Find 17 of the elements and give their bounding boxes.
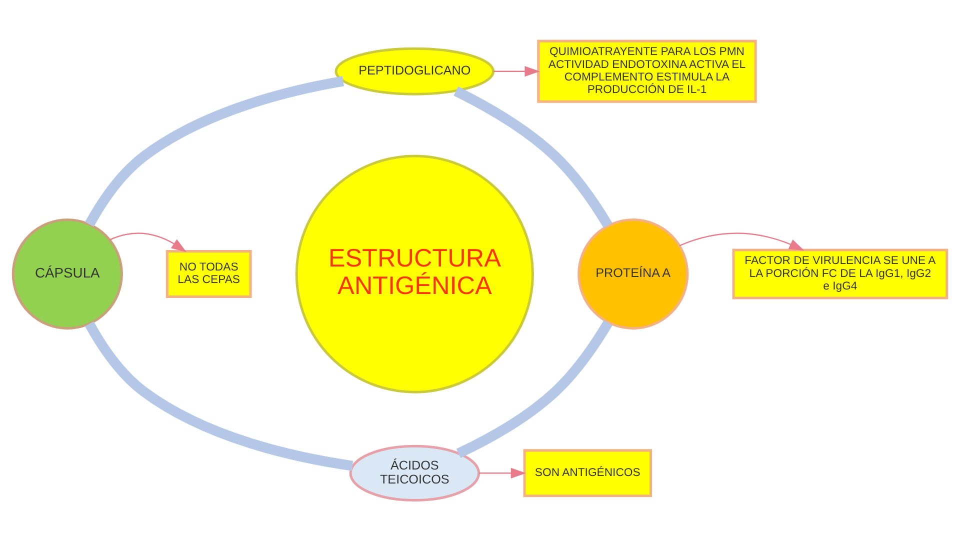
arrow xyxy=(494,66,540,76)
node-ellipse: ÁCIDOS TEICOICOS xyxy=(349,444,480,501)
connector xyxy=(84,320,354,470)
node-box: NO TODAS LAS CEPAS xyxy=(166,250,252,298)
node-circle: CÁPSULA xyxy=(12,218,123,330)
node-ellipse: PEPTIDOGLICANO xyxy=(334,46,495,95)
node-box: SON ANTIGÉNICOS xyxy=(523,448,652,497)
node-circle: ESTRUCTURA ANTIGÉNICA xyxy=(295,154,534,393)
connector xyxy=(454,86,612,228)
arrow xyxy=(110,232,186,252)
connector xyxy=(85,76,344,226)
connector xyxy=(456,320,612,458)
node-circle: PROTEÍNA A xyxy=(578,218,689,330)
node-box: FACTOR DE VIRULENCIA SE UNE A LA PORCIÓN FC DE LA IgG1, IgG2 e IgG4 xyxy=(732,248,948,299)
node-box: QUIMIOATRAYENTE PARA LOS PMN ACTIVIDAD ENDOTOXINA ACTIVA EL COMPLEMENTO ESTIMULA LA PRODUCCIÓN DE IL-1 xyxy=(537,39,757,102)
arrow xyxy=(479,467,526,478)
arrow xyxy=(679,232,804,250)
